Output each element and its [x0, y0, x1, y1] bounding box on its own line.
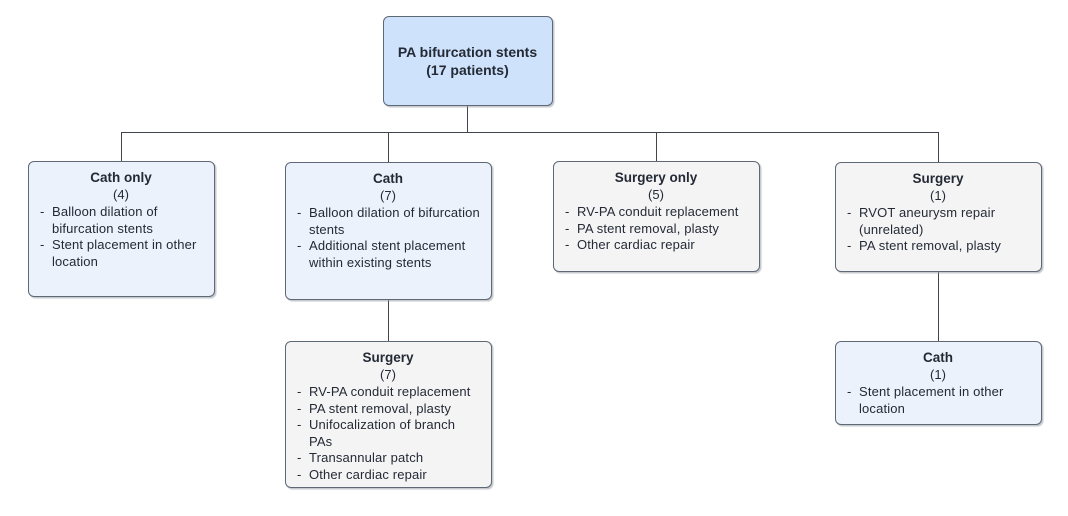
- connector-drop-cath: [388, 132, 389, 162]
- node-count: (7): [380, 367, 396, 382]
- node-count: (5): [648, 187, 664, 202]
- list-item: PA stent removal, plasty: [845, 238, 1031, 255]
- node-cath-only: Cath only (4) Balloon dilation of bifurc…: [28, 161, 215, 297]
- node-item-list: Balloon dilation of bifurcation stents S…: [38, 204, 204, 270]
- list-item: Unifocalization of branch PAs: [295, 417, 481, 450]
- connector-drop-cath-only: [121, 132, 122, 161]
- list-item: RVOT aneurysm repair (unrelated): [845, 205, 1031, 238]
- node-title: Surgery only: [614, 170, 698, 185]
- connector-drop-surgery: [938, 132, 939, 162]
- node-title: Surgery: [362, 350, 414, 365]
- list-item: Balloon dilation of bifurcation stents: [38, 204, 204, 237]
- node-item-list: Balloon dilation of bifurcation stents A…: [295, 205, 481, 271]
- node-count: (4): [113, 187, 129, 202]
- node-count: (17 patients): [426, 61, 509, 78]
- list-item: Transannular patch: [295, 450, 481, 467]
- list-item: PA stent removal, plasty: [563, 221, 749, 238]
- list-item: Balloon dilation of bifurcation stents: [295, 205, 481, 238]
- list-item: Other cardiac repair: [295, 467, 481, 484]
- node-title: PA bifurcation stents: [397, 43, 538, 60]
- node-item-list: RV-PA conduit replacement PA stent remov…: [563, 204, 749, 254]
- node-count: (7): [380, 188, 396, 203]
- node-cath-after-surgery: Cath (1) Stent placement in other locati…: [835, 341, 1042, 425]
- list-item: RV-PA conduit replacement: [295, 384, 481, 401]
- node-pa-bifurcation-stents: PA bifurcation stents (17 patients): [383, 16, 553, 106]
- connector-root-stem: [467, 106, 468, 133]
- node-title: Cath: [923, 350, 953, 365]
- node-title: Cath only: [90, 170, 152, 185]
- list-item: Stent placement in other location: [38, 237, 204, 270]
- node-item-list: RV-PA conduit replacement PA stent remov…: [295, 384, 481, 483]
- node-surgery-after-cath: Surgery (7) RV-PA conduit replacement PA…: [285, 341, 492, 488]
- list-item: Other cardiac repair: [563, 237, 749, 254]
- node-count: (1): [930, 188, 946, 203]
- node-surgery-only: Surgery only (5) RV-PA conduit replaceme…: [553, 161, 760, 272]
- connector-cath-to-surgery: [388, 300, 389, 341]
- list-item: Additional stent placement within existi…: [295, 238, 481, 271]
- connector-drop-surgery-only: [656, 132, 657, 161]
- connector-surgery-to-cath: [938, 272, 939, 341]
- node-item-list: Stent placement in other location: [845, 384, 1031, 417]
- node-surgery: Surgery (1) RVOT aneurysm repair (unrela…: [835, 162, 1042, 272]
- node-item-list: RVOT aneurysm repair (unrelated) PA sten…: [845, 205, 1031, 255]
- node-cath: Cath (7) Balloon dilation of bifurcation…: [285, 162, 492, 300]
- node-count: (1): [930, 367, 946, 382]
- node-title: Cath: [373, 171, 403, 186]
- connector-trunk: [121, 132, 939, 133]
- list-item: Stent placement in other location: [845, 384, 1031, 417]
- list-item: PA stent removal, plasty: [295, 401, 481, 418]
- node-title: Surgery: [912, 171, 964, 186]
- list-item: RV-PA conduit replacement: [563, 204, 749, 221]
